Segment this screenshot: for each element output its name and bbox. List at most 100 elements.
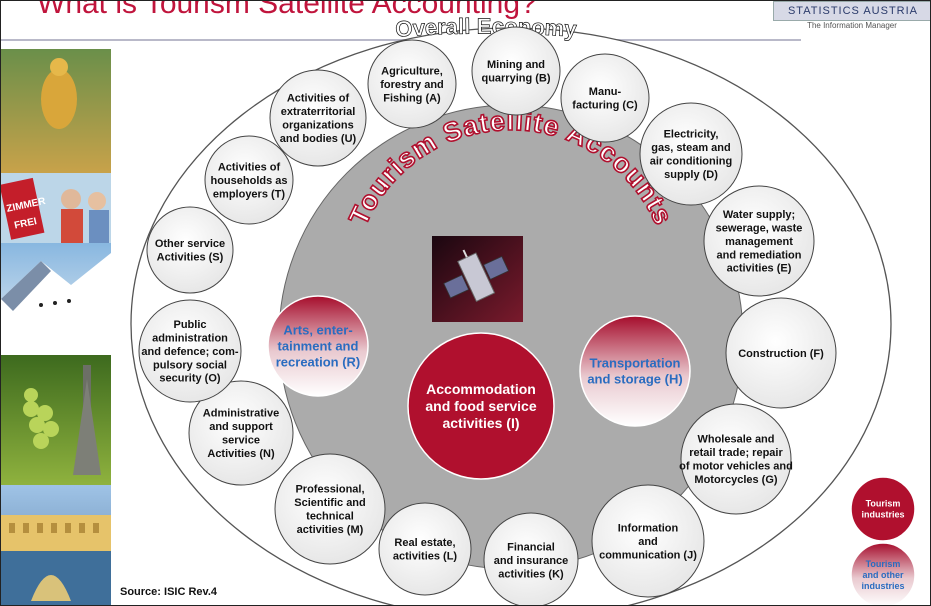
bubble-label-accommodation: activities (I) [442,415,519,431]
bubble-label-wholesale: retail trade; repair [689,447,783,459]
bubble-label-electricity: air conditioning [650,156,733,168]
bubble-label-accommodation: Accommodation [426,381,536,397]
bubble-manufacturing [560,53,650,143]
bubble-arts [267,295,369,397]
bubble-label-administrative: Administrative [203,408,279,420]
bubble-label-information: communication (J) [599,549,697,561]
bubble-water [703,185,815,297]
logo-banner: STATISTICS AUSTRIA [773,1,930,21]
bubble-label-public: security (O) [159,373,220,385]
bubble-realestate [378,502,472,596]
legend-label-tourism: Tourism [866,499,901,509]
bubble-label-administrative: and support [209,421,273,433]
bubble-label-electricity: supply (D) [664,169,718,181]
bubble-mining [471,26,561,116]
bubble-label-electricity: gas, steam and [651,142,730,154]
bubble-label-water: management [725,236,793,248]
bubble-label-professional: Professional, [295,484,364,496]
bubble-extraterritorial [269,69,367,167]
industry-bubble-manufacturing: Manu-facturing (C) [560,53,650,143]
bubble-households [204,135,294,225]
bubble-label-public: Public [173,319,206,331]
bubble-label-extraterritorial: and bodies (U) [280,133,357,145]
bubble-financial [483,512,579,605]
bubble-label-administrative: Activities (N) [207,448,275,460]
industry-bubble-construction: Construction (F) [725,297,837,409]
bubble-label-water: activities (E) [727,263,792,275]
statistics-austria-logo: STATISTICS AUSTRIA The Information Manag… [773,1,930,35]
bubble-label-realestate: activities (L) [393,551,458,563]
bubble-label-financial: Financial [507,541,555,553]
bubble-agriculture [367,39,457,129]
bubble-label-households: employers (T) [213,188,285,200]
bubble-label-public: administration [152,332,228,344]
bubble-label-financial: activities (K) [498,568,564,580]
bubble-label-water: sewerage, waste [716,222,803,234]
bubble-label-public: and defence; com- [141,346,239,358]
bubble-label-water: Water supply; [723,209,795,221]
industry-bubble-water: Water supply;sewerage, waste managementan… [703,185,815,297]
bubble-accommodation [407,332,555,480]
bubble-otherservice [146,206,234,294]
page-title: What is Tourism Satellite Accounting? [37,0,537,20]
legend-swatch-tourism [850,476,916,542]
bubble-label-transport: Transportation [589,356,680,371]
bubble-label-manufacturing: Manu- [589,86,622,98]
bubble-label-agriculture: forestry and [380,79,444,91]
bubble-label-information: and [638,536,658,548]
legend-label-tourism_other: Tourism [866,559,901,569]
photo-strip-images: ZIMMER FREI [1,49,111,605]
bubble-label-agriculture: Agriculture, [381,65,443,77]
bubble-label-extraterritorial: Activities of [287,93,350,105]
bubble-label-agriculture: Fishing (A) [383,92,441,104]
bubble-label-construction: Construction (F) [738,348,824,360]
bubble-label-professional: Scientific and [294,497,366,509]
svg-text:FREI: FREI [13,216,38,232]
bubble-public [138,299,242,403]
bubble-label-administrative: service [222,435,260,447]
photo-strip: ZIMMER FREI [1,49,111,605]
legend-label-tourism_other: and other [862,570,903,580]
bubble-label-financial: and insurance [494,555,569,567]
industry-bubble-mining: Mining and quarrying (B) [471,26,561,116]
source-note: Source: ISIC Rev.4 [120,586,217,598]
industry-bubble-professional: Professional,Scientific and technicalacti… [274,453,386,565]
bubble-label-extraterritorial: organizations [282,120,354,132]
bubble-label-otherservice: Activities (S) [157,252,224,264]
bubble-label-arts: recreation (R) [276,354,361,369]
bubble-label-mining: quarrying (B) [481,73,550,85]
bubble-construction [725,297,837,409]
bubble-label-mining: Mining and [487,59,545,71]
bubble-label-professional: activities (M) [297,524,364,536]
bubble-label-transport: and storage (H) [587,372,682,387]
satellite-icon [432,236,523,322]
bubble-label-accommodation: and food service [425,398,536,414]
legend-label-tourism_other: industries [861,581,904,591]
bubble-label-public: pulsory social [153,359,227,371]
bubble-administrative [188,380,294,486]
bubble-label-information: Information [618,522,679,534]
bubble-label-otherservice: Other service [155,238,225,250]
bubble-label-manufacturing: facturing (C) [572,100,638,112]
industry-bubble-realestate: Real estate, activities (L) [378,502,472,596]
bubble-label-arts: Arts, enter- [283,323,352,338]
bubble-label-water: and remediation [717,249,802,261]
bubble-label-professional: technical [306,511,354,523]
bubble-label-extraterritorial: extraterritorial [281,106,356,118]
bubble-professional [274,453,386,565]
bubble-label-realestate: Real estate, [394,537,455,549]
